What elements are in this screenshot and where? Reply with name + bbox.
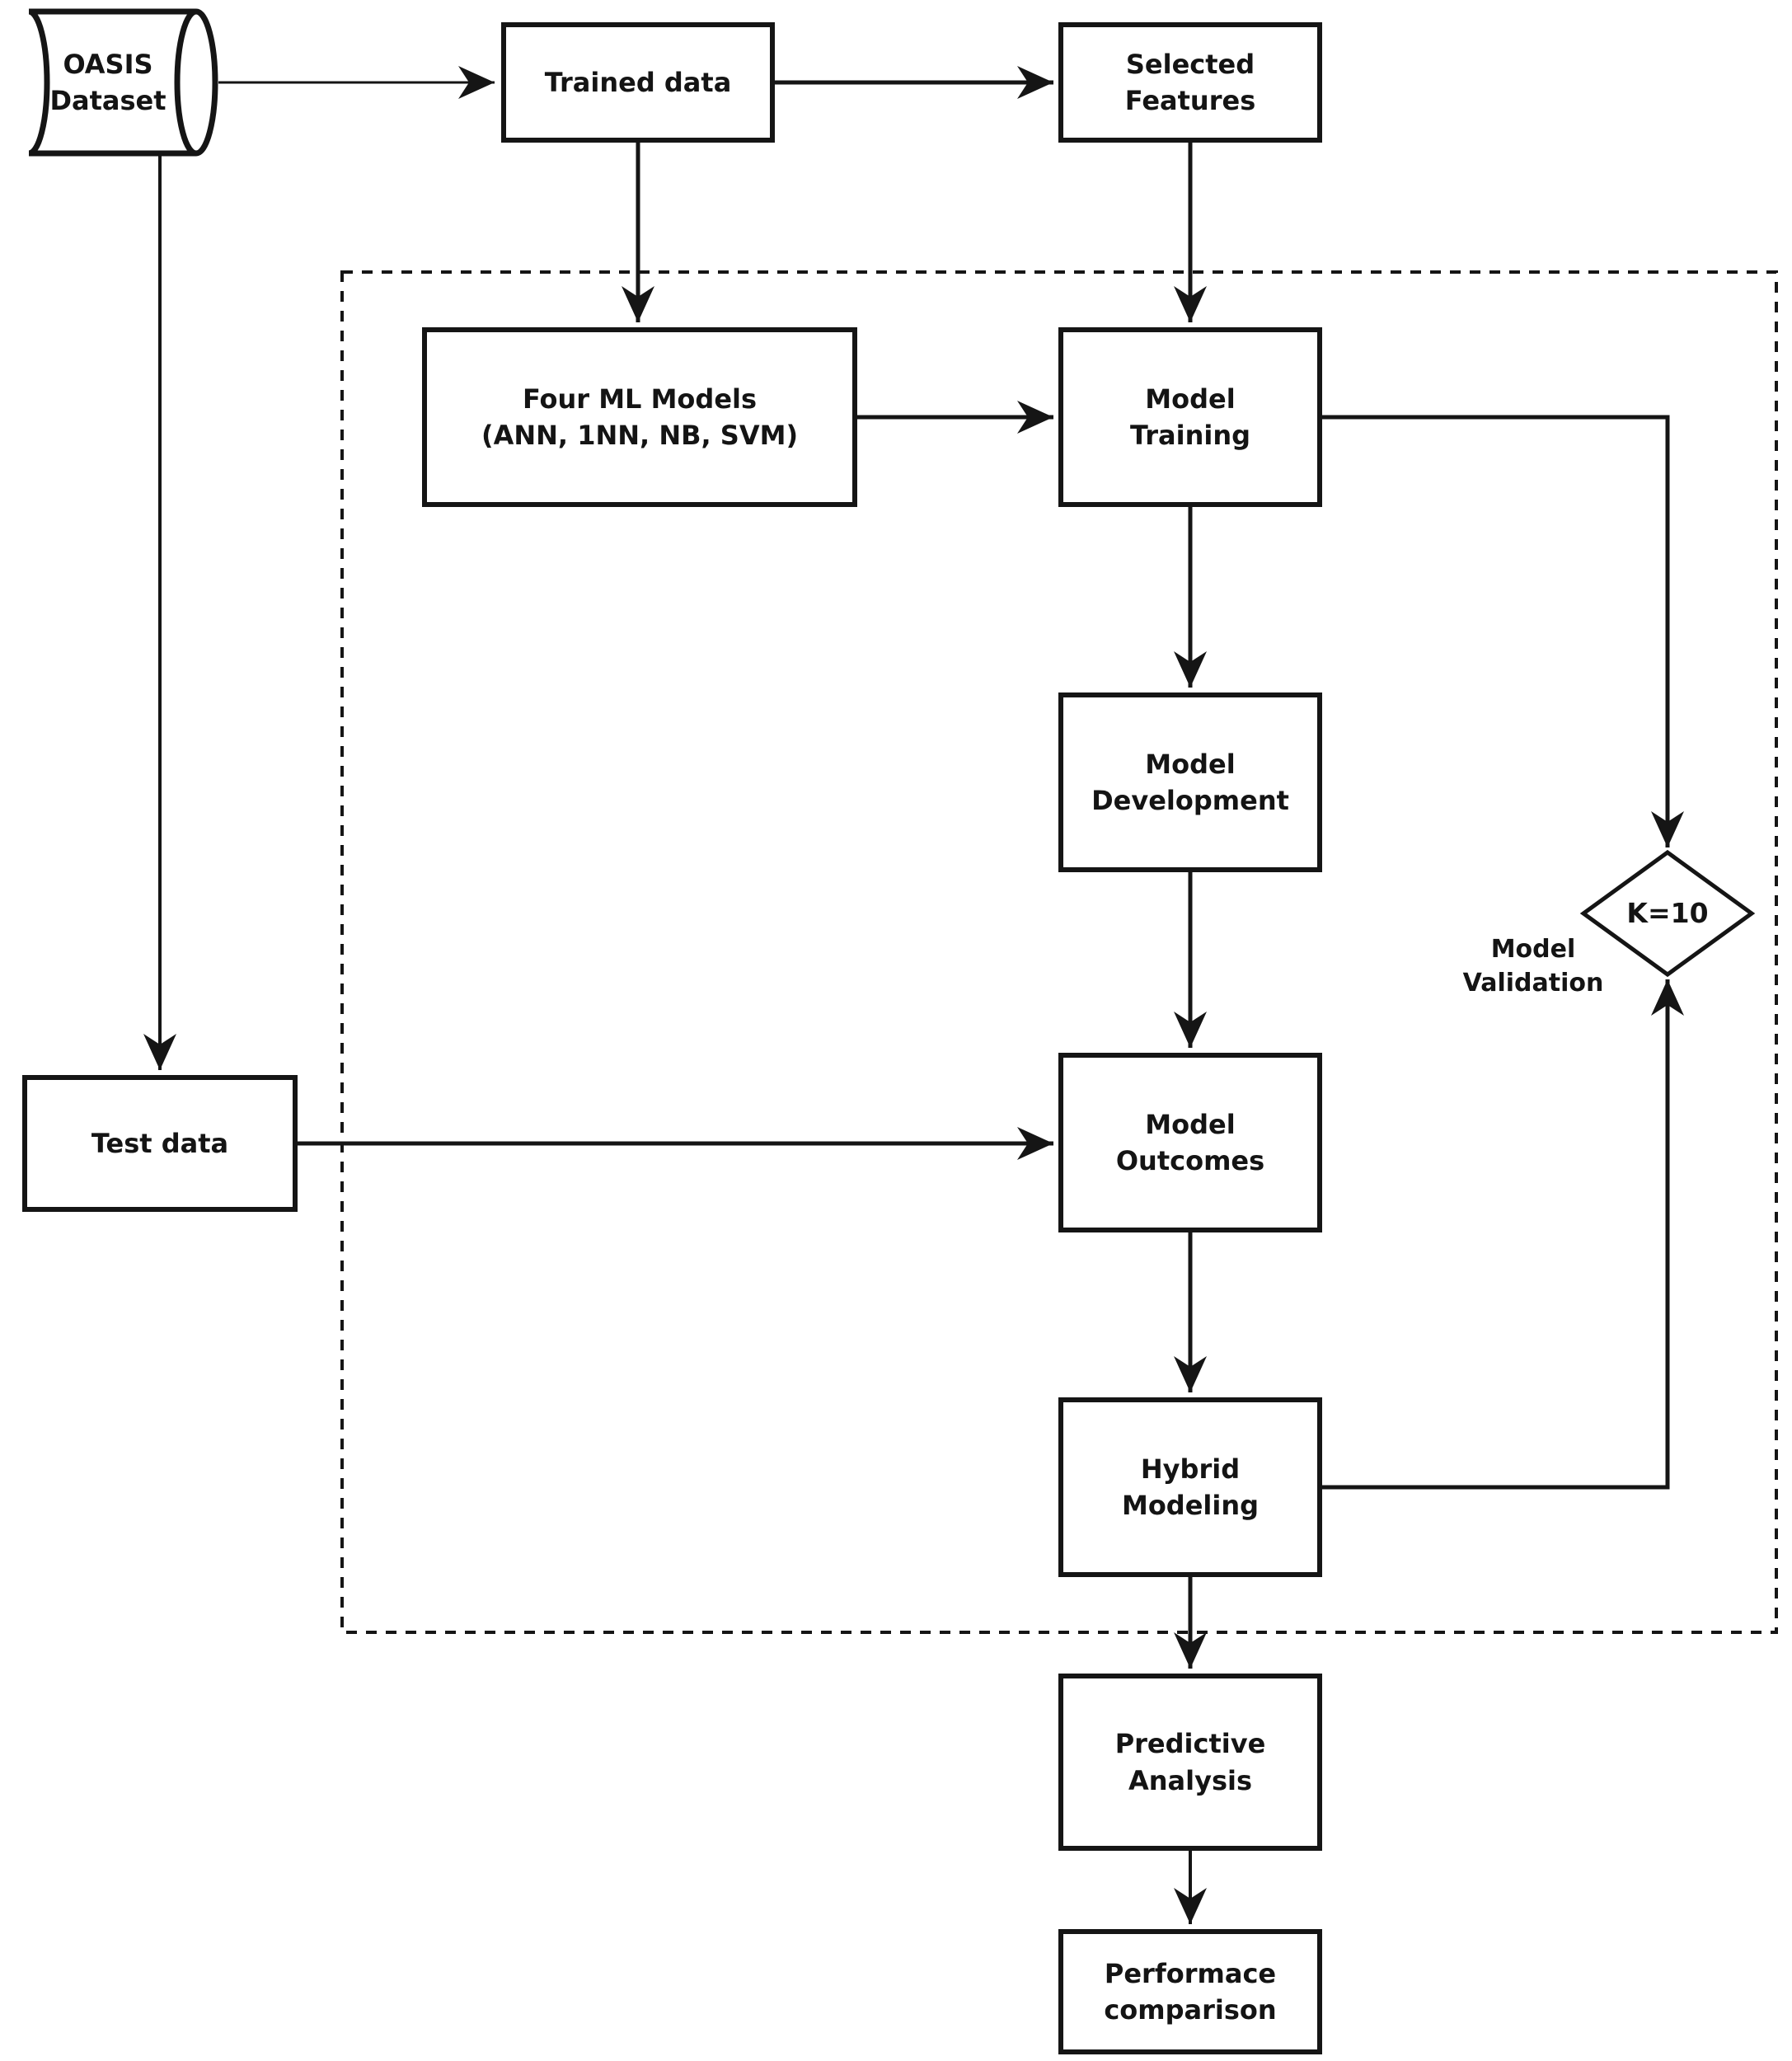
model-outcomes-label: Model Outcomes xyxy=(1115,1108,1265,1176)
node-selected-features: Selected Features xyxy=(1058,22,1322,143)
edge-model-training-validation xyxy=(1322,415,1684,847)
node-hybrid-modeling: Hybrid Modeling xyxy=(1058,1397,1322,1577)
node-predictive-analysis: Predictive Analysis xyxy=(1058,1674,1322,1851)
validation-diamond-shape xyxy=(1579,849,1756,978)
predictive-analysis-label: Predictive Analysis xyxy=(1114,1728,1266,1796)
four-ml-models-label: Four ML Models (ANN, 1NN, NB, SVM) xyxy=(481,383,799,451)
validation-k-label: K=10 xyxy=(1626,897,1709,930)
model-validation-caption: Model Validation xyxy=(1462,934,1604,998)
node-four-ml-models: Four ML Models (ANN, 1NN, NB, SVM) xyxy=(422,327,857,507)
cylinder-shape xyxy=(28,8,218,157)
label-model-validation: Model Validation xyxy=(1426,933,1640,999)
oasis-dataset-label: OASIS Dataset xyxy=(49,48,167,116)
dashed-boundary xyxy=(340,270,1778,1634)
model-training-label: Model Training xyxy=(1129,383,1251,451)
trained-data-label: Trained data xyxy=(544,66,732,98)
model-development-label: Model Development xyxy=(1091,748,1289,816)
hybrid-modeling-label: Hybrid Modeling xyxy=(1121,1453,1260,1521)
node-performance-comparison: Performace comparison xyxy=(1058,1929,1322,2054)
edge-hybrid-modeling-validation xyxy=(1322,979,1684,1490)
node-trained-data: Trained data xyxy=(501,22,775,143)
node-model-development: Model Development xyxy=(1058,692,1322,872)
selected-features-label: Selected Features xyxy=(1124,48,1256,116)
node-validation-diamond: K=10 xyxy=(1585,889,1750,938)
performance-comparison-label: Performace comparison xyxy=(1104,1957,1277,2026)
node-oasis-dataset: OASIS Dataset xyxy=(21,12,195,153)
node-test-data: Test data xyxy=(22,1075,298,1212)
node-model-outcomes: Model Outcomes xyxy=(1058,1053,1322,1232)
test-data-label: Test data xyxy=(91,1127,229,1159)
node-model-training: Model Training xyxy=(1058,327,1322,507)
